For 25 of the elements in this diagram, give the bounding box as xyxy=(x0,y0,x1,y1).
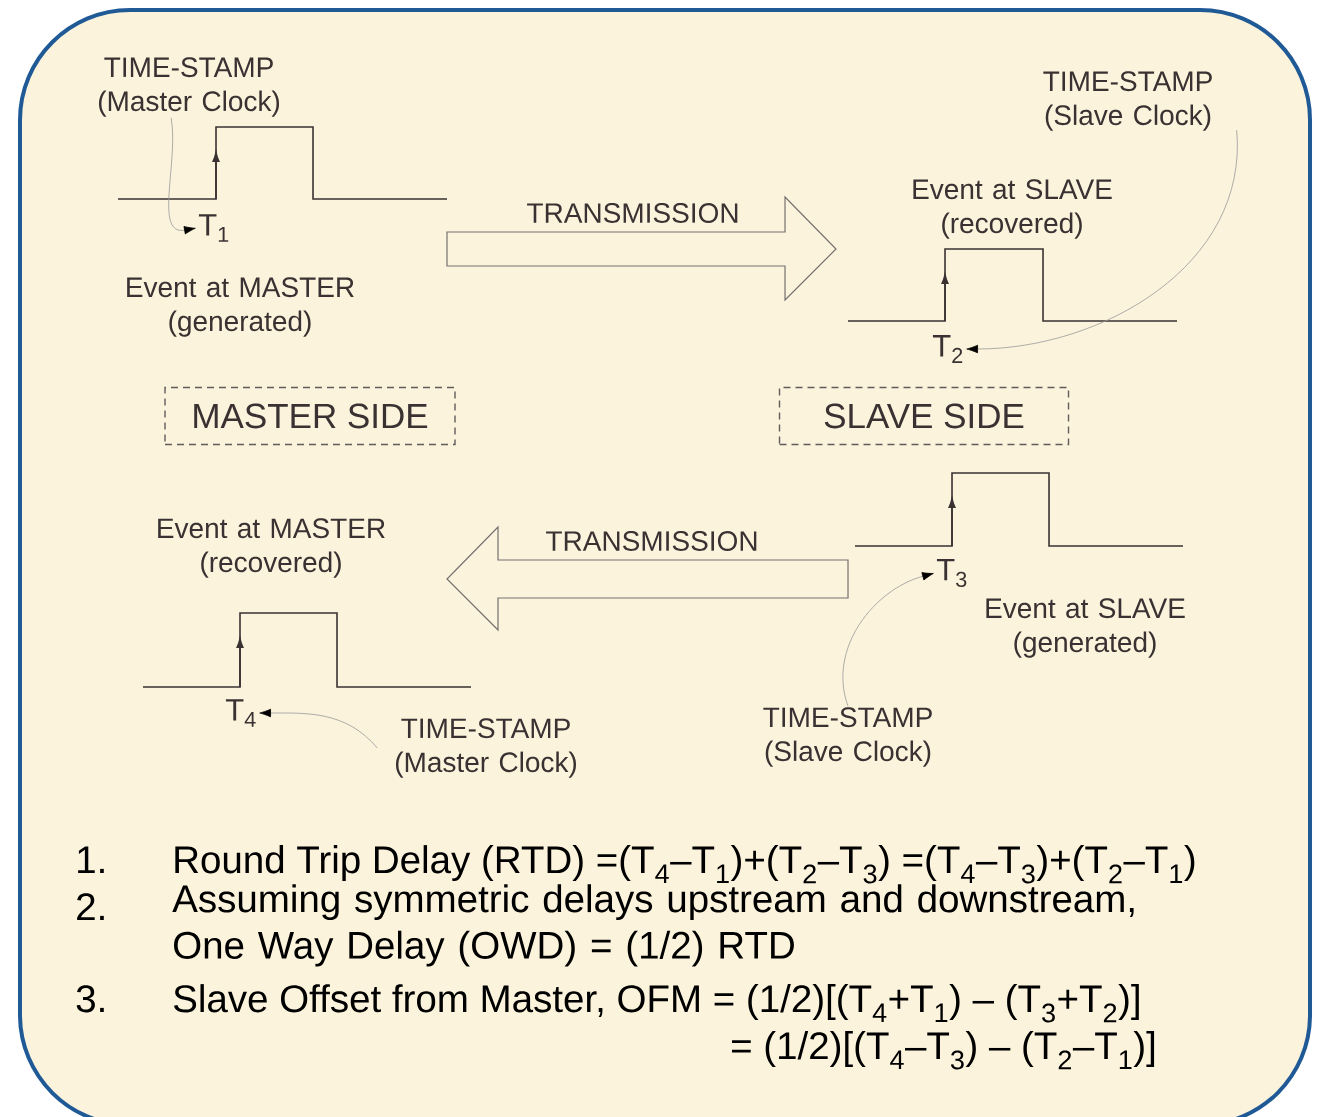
leader-line xyxy=(168,117,196,235)
leader-line xyxy=(966,129,1238,354)
dashed-box: SLAVE SIDE xyxy=(778,386,1070,446)
leader-line xyxy=(259,708,378,749)
list-number: 3. xyxy=(76,985,104,1013)
event-caption: Event at SLAVE (recovered) xyxy=(913,179,1112,239)
list-number: 1. xyxy=(78,846,104,873)
event-caption: Event at MASTER (generated) xyxy=(127,277,354,337)
time-label: T$_{2}$ xyxy=(932,335,963,363)
timestamp-label: TIME-STAMP (Slave Clock) xyxy=(763,707,932,767)
timestamp-label: TIME-STAMP (Master Clock) xyxy=(395,718,577,778)
formula-text: Assuming symmetric delays upstream and downstream, One Way Delay (OWD) = (1/2) RTD xyxy=(172,884,1134,967)
formula-text: = (1/2)[(T$_{4}$–T$_{3}$) – (T$_{2}$–T$_{1}$)] xyxy=(732,1031,1155,1070)
timestamp-label: TIME-STAMP (Slave Clock) xyxy=(1043,71,1212,131)
event-caption: Event at MASTER (recovered) xyxy=(158,518,385,578)
formula-text: Round Trip Delay (RTD) =(T$_{4}$–T$_{1}$)+(T$_{2}$–T$_{3}$) =(T$_{4}$–T$_{3}$)+(T$_{2}$–T$_{1}$) xyxy=(175,845,1195,884)
formula-text: Slave Offset from Master, OFM = (1/2)[(T$_{4}$+T$_{1}$) – (T$_{3}$+T$_{2}$)] xyxy=(173,984,1139,1023)
time-label: T$_{1}$ xyxy=(198,214,229,242)
event-caption: Event at SLAVE (generated) xyxy=(986,598,1185,658)
dashed-box: MASTER SIDE xyxy=(164,386,456,446)
time-label: T$_{3}$ xyxy=(936,558,967,588)
time-label: T$_{4}$ xyxy=(225,699,256,727)
leader-line xyxy=(842,572,934,707)
timestamp-label: TIME-STAMP (Master Clock) xyxy=(98,57,280,117)
list-number: 2. xyxy=(77,893,104,920)
